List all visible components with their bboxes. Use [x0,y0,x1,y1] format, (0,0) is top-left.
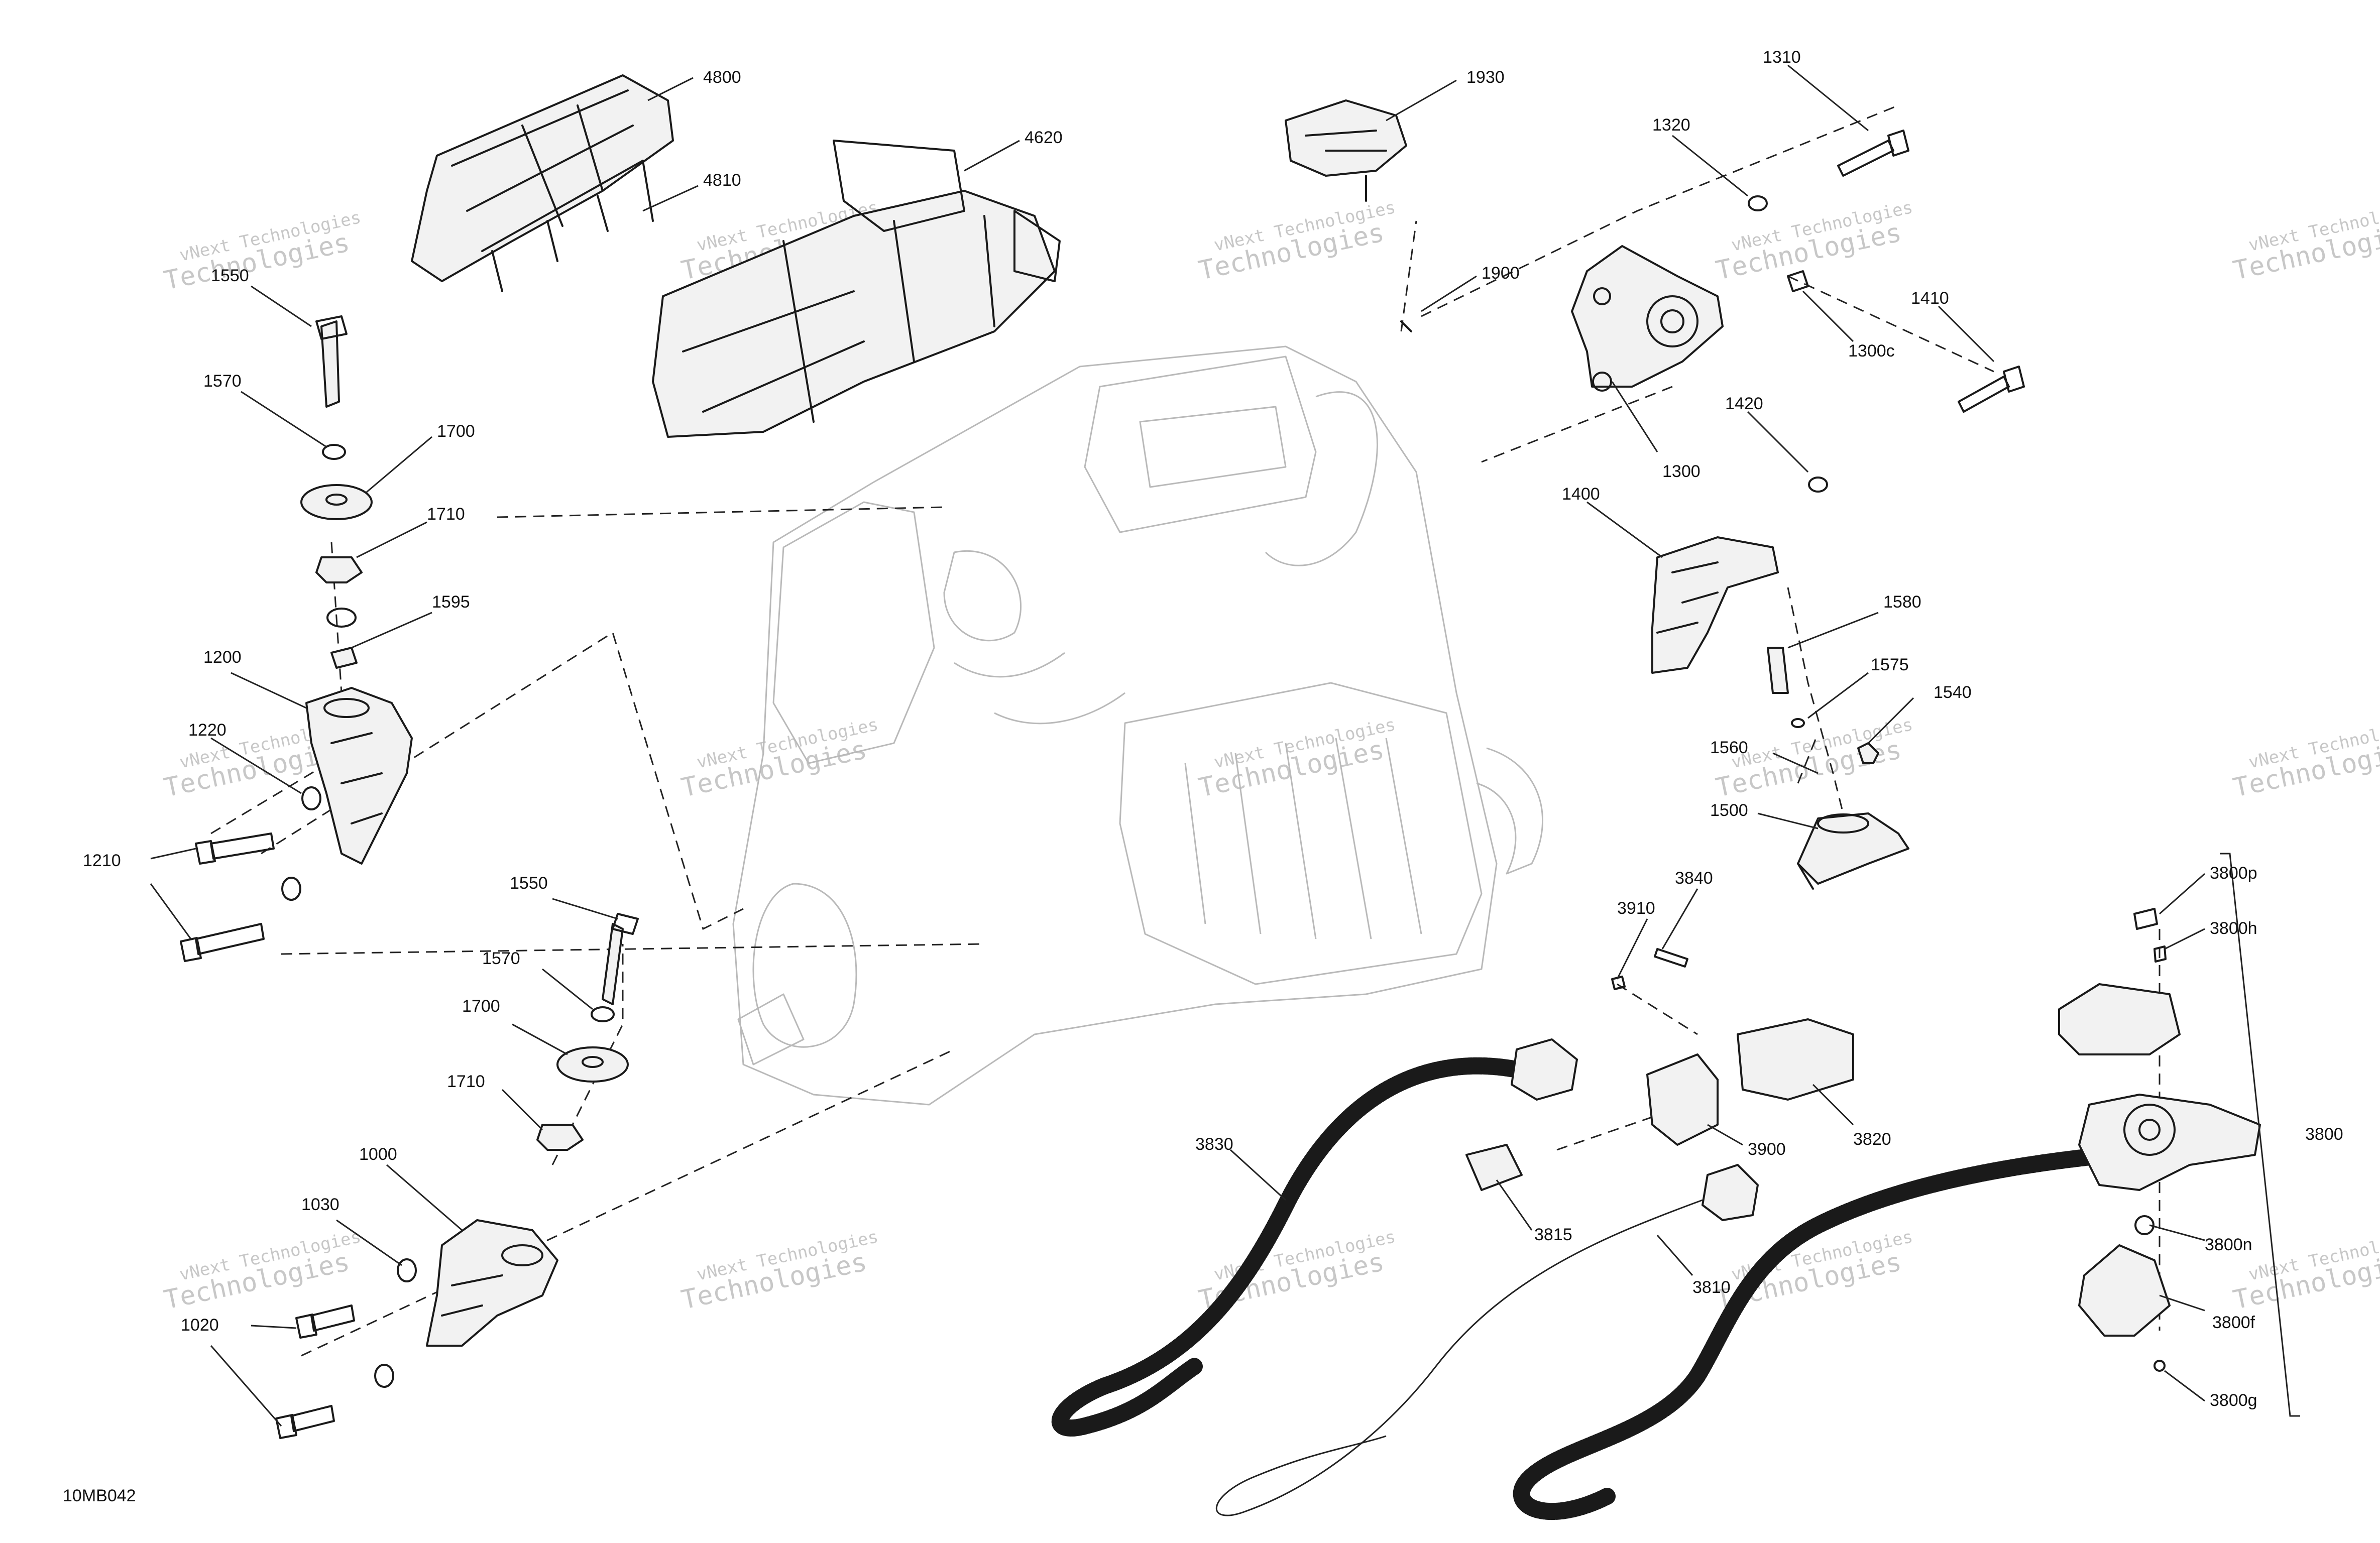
callout-3830: 3830 [1195,1135,1233,1154]
engine-block [732,345,1543,1106]
callout-3840: 3840 [1675,869,1713,888]
nut-1540 [1857,742,1879,764]
callout-3800: 3800 [2305,1125,2343,1144]
callout-1700-upper: 1700 [437,422,475,441]
callout-1300: 1300 [1662,462,1701,481]
callout-4810: 4810 [703,171,741,190]
washer-lower-2 [374,1364,394,1388]
watermark: vNext Technologies Technologies [1713,715,1914,803]
bolt-1300c [1787,270,1809,292]
callout-3815: 3815 [1534,1225,1572,1244]
callout-1570-upper: 1570 [203,372,242,391]
callout-1200: 1200 [203,648,242,667]
callout-1210: 1210 [83,851,121,870]
callout-3800f: 3800f [2212,1313,2255,1332]
callout-1020: 1020 [181,1316,219,1335]
callout-1700-lower: 1700 [462,997,500,1016]
callout-1710-lower: 1710 [447,1072,485,1091]
callout-1575: 1575 [1871,655,1909,674]
callout-1320: 1320 [1652,115,1690,135]
callout-1500: 1500 [1710,801,1748,820]
callout-1550-lower: 1550 [510,874,548,893]
bracket-1200 [305,687,413,865]
bolt-1020-upper [295,1304,355,1339]
bracket-4620 [652,140,1061,438]
callout-3910: 3910 [1617,899,1655,918]
watermark: vNext Technologies Technologies [2230,715,2380,803]
callout-1710-upper: 1710 [427,505,465,524]
sleeve-3815 [1465,1144,1523,1191]
harness-3830 [1051,1038,1578,1437]
callout-3900: 3900 [1748,1140,1786,1159]
bolt-1210-upper [195,833,275,865]
diagram-code: 10MB042 [63,1486,136,1505]
screw-3910 [1611,976,1626,990]
callout-1570-lower: 1570 [482,949,520,968]
callout-1400: 1400 [1562,485,1600,504]
stud-1580 [1767,647,1789,694]
engine-mount-1500 [1797,812,1909,890]
heat-shield-4800 [411,74,674,292]
watermark: vNext Technologies Technologies [678,1227,880,1316]
washer-1220 [301,786,321,810]
washer-1030 [397,1258,417,1282]
washer-lower [281,877,301,901]
watermark: vNext Technologies Technologies [678,715,880,803]
callout-3800p: 3800p [2210,864,2257,883]
throttle-assembly-3800 [1513,853,2300,1520]
callout-1310: 1310 [1763,48,1801,67]
screw-3840 [1654,948,1688,968]
parts [180,74,2300,1520]
washer-1320 [1748,195,1768,211]
assembly-lines [210,104,2161,1357]
washer-1420 [1808,477,1828,493]
callout-1300c: 1300c [1848,341,1895,361]
bracket-1930 [1285,99,1412,332]
callout-1410: 1410 [1911,289,1949,308]
bolt-1210-lower [180,923,265,962]
callout-1540: 1540 [1934,683,1972,702]
bracket-1000 [426,1219,558,1347]
callout-1580: 1580 [1883,592,1921,612]
callout-1930: 1930 [1466,68,1505,87]
callout-1000: 1000 [359,1145,397,1164]
callout-3820: 3820 [1853,1130,1891,1149]
connector-3820 [1737,1018,1854,1101]
callout-1550-upper: 1550 [211,266,249,285]
callout-1595: 1595 [432,592,470,612]
watermark: vNext Technologies Technologies [1196,715,1397,803]
connector-3900 [1646,1053,1719,1146]
callout-3800h: 3800h [2210,919,2257,938]
mount-stack-left-lower [536,913,639,1151]
callout-4620: 4620 [1025,128,1063,147]
callout-3810: 3810 [1692,1278,1731,1297]
callout-3800g: 3800g [2210,1391,2257,1410]
bolt-1310 [1837,130,1909,177]
callout-1030: 1030 [301,1195,339,1214]
bracket-1400 [1651,536,1779,674]
bolt-1410 [1958,366,2025,413]
callout-1560: 1560 [1710,738,1748,757]
wire-3810 [1216,1164,1759,1516]
watermark: vNext Technologies Technologies [1713,197,1914,286]
callout-4800: 4800 [703,68,741,87]
watermark: vNext Technologies Technologies [1196,197,1397,286]
callout-labels: 4800 4810 4620 1930 1900 1310 1320 1300c… [63,48,2343,1505]
callout-1420: 1420 [1725,394,1763,413]
watermark: vNext Technologies Technologies [161,1227,363,1316]
mount-stack-left-upper [300,315,373,669]
callout-3800n: 3800n [2205,1235,2252,1254]
callout-1900: 1900 [1482,264,1520,283]
watermark: vNext Technologies Technologies [161,207,363,296]
engine-mount-1300 [1571,245,1724,392]
bolt-1020-lower [275,1405,335,1439]
callout-1220: 1220 [188,721,226,740]
watermark: vNext Technologies Technologies [2230,197,2380,286]
watermarks: vNext Technologies Technologies vNext Te… [161,197,2380,1316]
clip-1575 [1791,718,1805,728]
leader-lines [150,64,2205,1427]
